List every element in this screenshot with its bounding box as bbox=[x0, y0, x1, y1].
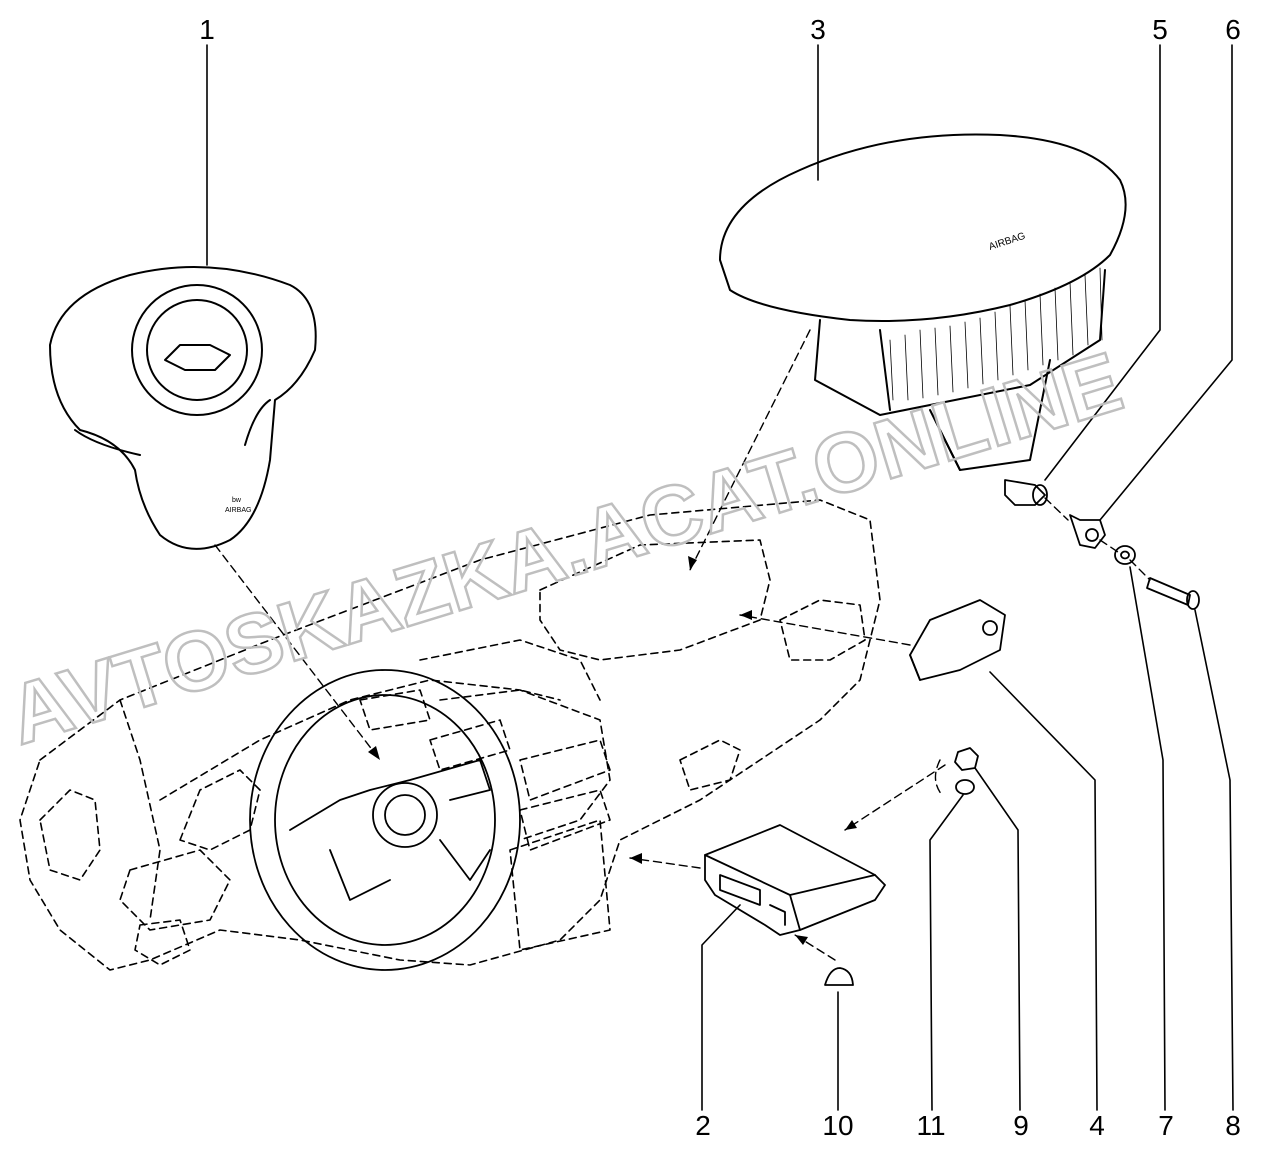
arrowheads bbox=[368, 556, 857, 945]
callout-3: 3 bbox=[810, 14, 826, 45]
leader-lines bbox=[206, 44, 1234, 1111]
callout-7: 7 bbox=[1158, 1110, 1174, 1141]
dashboard bbox=[19, 499, 881, 971]
part-8-bolt bbox=[1146, 577, 1200, 610]
callout-9: 9 bbox=[1013, 1110, 1029, 1141]
driver-airbag-text-2: AIRBAG bbox=[225, 507, 251, 514]
callout-10: 10 bbox=[822, 1110, 854, 1141]
callout-4: 4 bbox=[1089, 1110, 1105, 1141]
passenger-airbag-text: AIRBAG bbox=[988, 231, 1028, 253]
part-5-sleeve bbox=[1004, 479, 1048, 506]
part-6-stud bbox=[1069, 514, 1106, 549]
part-9-nut bbox=[954, 747, 979, 771]
steering-wheel bbox=[249, 669, 521, 971]
part-1-driver-airbag-module: bw AIRBAG bbox=[49, 266, 317, 550]
passenger-airbag-hatching bbox=[889, 267, 1103, 401]
assembly-lines bbox=[214, 329, 1151, 961]
part-2-control-unit bbox=[704, 824, 886, 936]
callout-5: 5 bbox=[1152, 14, 1168, 45]
callout-8: 8 bbox=[1225, 1110, 1241, 1141]
callout-6: 6 bbox=[1225, 14, 1241, 45]
part-4-bracket bbox=[909, 599, 1006, 681]
callout-11: 11 bbox=[916, 1110, 946, 1141]
part-11-washer bbox=[955, 779, 975, 795]
part-10-cap bbox=[824, 967, 854, 986]
driver-airbag-text-1: bw bbox=[232, 497, 242, 504]
part-7-washer bbox=[1114, 545, 1136, 565]
callout-1: 1 bbox=[199, 14, 215, 45]
part-3-passenger-airbag-module: AIRBAG bbox=[719, 133, 1127, 471]
callout-2: 2 bbox=[695, 1110, 711, 1141]
